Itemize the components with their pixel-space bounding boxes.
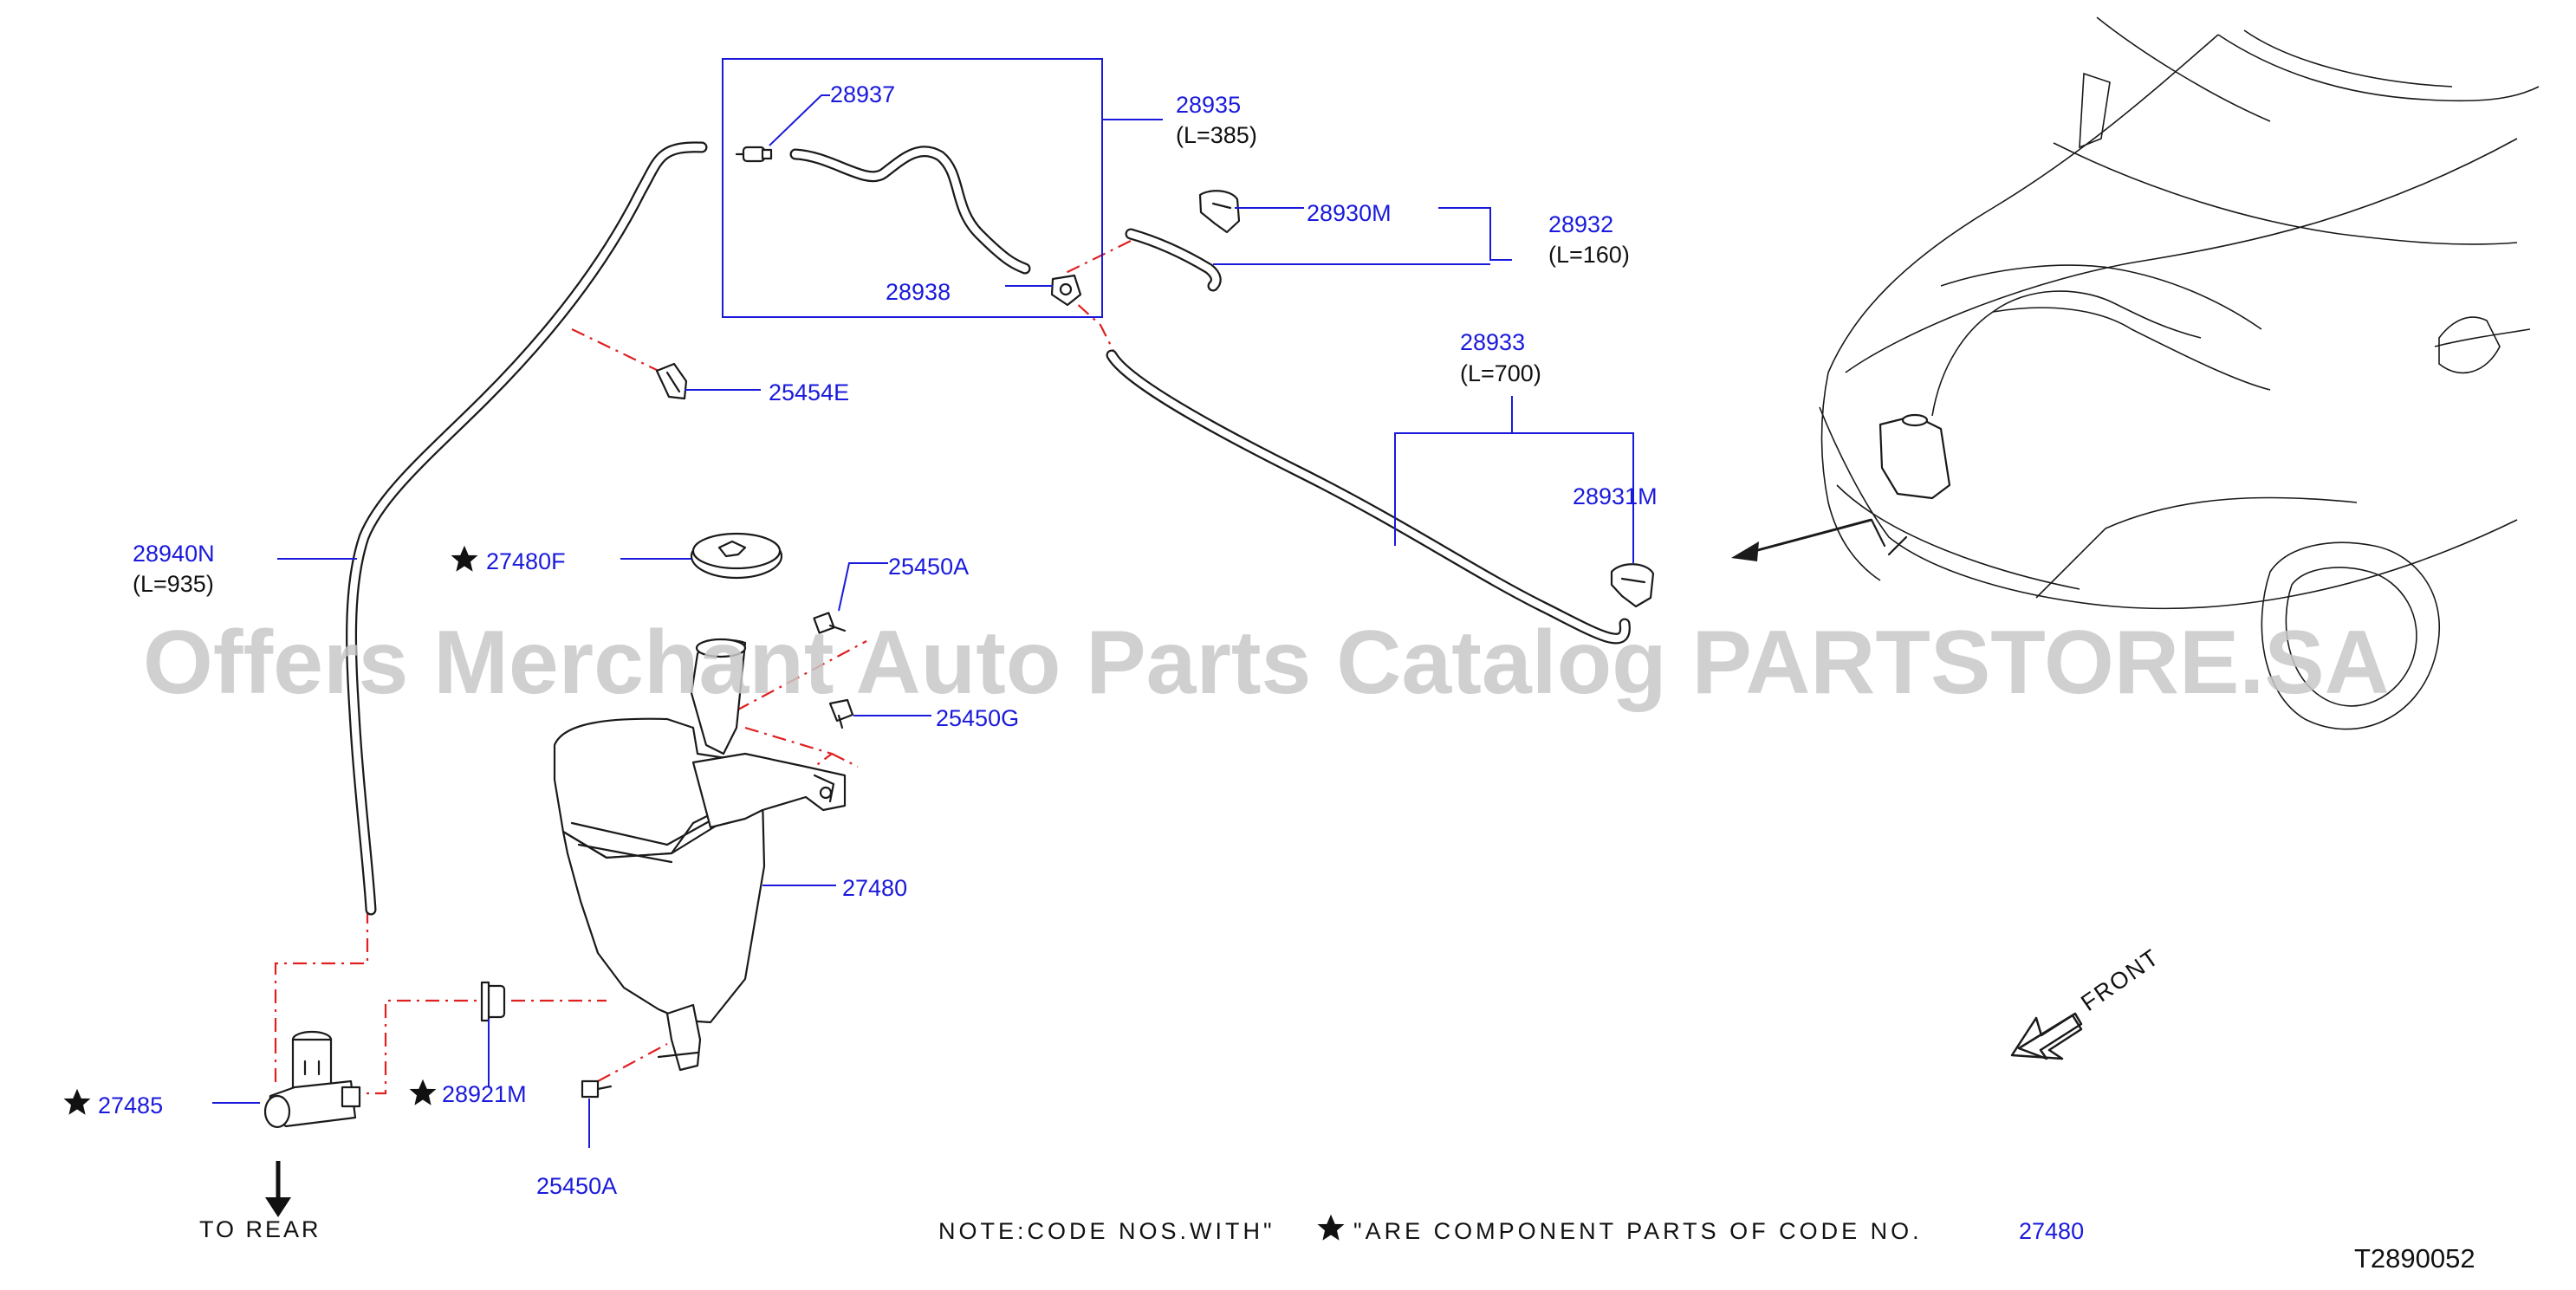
- clip-25454E[interactable]: [655, 362, 688, 400]
- label-25450A-bottom[interactable]: 25450A: [536, 1173, 617, 1199]
- length-28935: (L=385): [1176, 122, 1257, 148]
- to-rear-arrow-icon: [265, 1161, 291, 1217]
- label-28932[interactable]: 28932: [1548, 211, 1613, 237]
- star-icon: [63, 1088, 91, 1115]
- bolt-25450G[interactable]: [828, 698, 854, 729]
- star-icon: [409, 1079, 437, 1105]
- note-text-2: "ARE COMPONENT PARTS OF CODE NO.: [1353, 1218, 1923, 1244]
- label-27485[interactable]: 27485: [98, 1092, 163, 1118]
- hose-28933[interactable]: [1106, 349, 1631, 645]
- label-25450G[interactable]: 25450G: [936, 705, 1019, 731]
- cap-27480F[interactable]: [690, 532, 783, 580]
- label-28931M[interactable]: 28931M: [1573, 483, 1658, 509]
- label-27480F[interactable]: 27480F: [486, 548, 566, 574]
- hose-28935[interactable]: [789, 146, 1031, 275]
- washer-tank-27480[interactable]: [553, 638, 847, 1072]
- grommet-28921M[interactable]: [480, 981, 506, 1022]
- note-text: NOTE:CODE NOS.WITH": [938, 1218, 1275, 1244]
- nozzle-28930M[interactable]: [1198, 190, 1241, 234]
- assembly-box-28935: [722, 58, 1163, 318]
- front-label: FRONT: [2076, 943, 2164, 1016]
- label-28930M[interactable]: 28930M: [1307, 200, 1392, 226]
- length-28940N: (L=935): [133, 571, 214, 597]
- label-28935[interactable]: 28935: [1176, 92, 1241, 118]
- star-icon: [451, 545, 478, 572]
- footnote: NOTE:CODE NOS.WITH" "ARE COMPONENT PARTS…: [938, 1218, 2084, 1244]
- label-28938[interactable]: 28938: [886, 279, 951, 305]
- connector-lines: [274, 240, 1132, 1095]
- diagram-id: T2890052: [2354, 1243, 2475, 1274]
- label-27480[interactable]: 27480: [842, 875, 907, 901]
- label-28940N[interactable]: 28940N: [133, 541, 215, 567]
- label-28937[interactable]: 28937: [830, 81, 895, 107]
- star-icon: [1317, 1214, 1345, 1241]
- watermark: Offers Merchant Auto Parts Catalog PARTS…: [143, 613, 2390, 713]
- label-28933[interactable]: 28933: [1460, 329, 1525, 355]
- nozzle-28931M[interactable]: [1610, 563, 1655, 608]
- connector-28937[interactable]: [735, 146, 773, 163]
- bolt-25450A-top[interactable]: [813, 612, 847, 634]
- length-28933: (L=700): [1460, 360, 1541, 386]
- note-code-27480[interactable]: 27480: [2019, 1218, 2084, 1244]
- front-arrow-icon: [2010, 1012, 2083, 1060]
- vehicle-illustration: [1819, 16, 2540, 730]
- bolt-25450A-bottom[interactable]: [581, 1079, 613, 1099]
- leader-lines: [212, 94, 1634, 1148]
- joint-28938[interactable]: [1050, 274, 1082, 307]
- label-28921M[interactable]: 28921M: [442, 1081, 527, 1107]
- pump-27485[interactable]: [263, 1030, 361, 1129]
- hose-28940N[interactable]: [346, 141, 708, 916]
- component-markers: [63, 545, 1345, 1241]
- to-rear-label: TO REAR: [199, 1216, 321, 1242]
- label-25454E[interactable]: 25454E: [769, 379, 849, 405]
- label-25450A-top[interactable]: 25450A: [888, 554, 969, 580]
- hose-28932[interactable]: [1125, 228, 1222, 292]
- arrow-icon: [1731, 518, 1872, 561]
- length-28932: (L=160): [1548, 242, 1630, 268]
